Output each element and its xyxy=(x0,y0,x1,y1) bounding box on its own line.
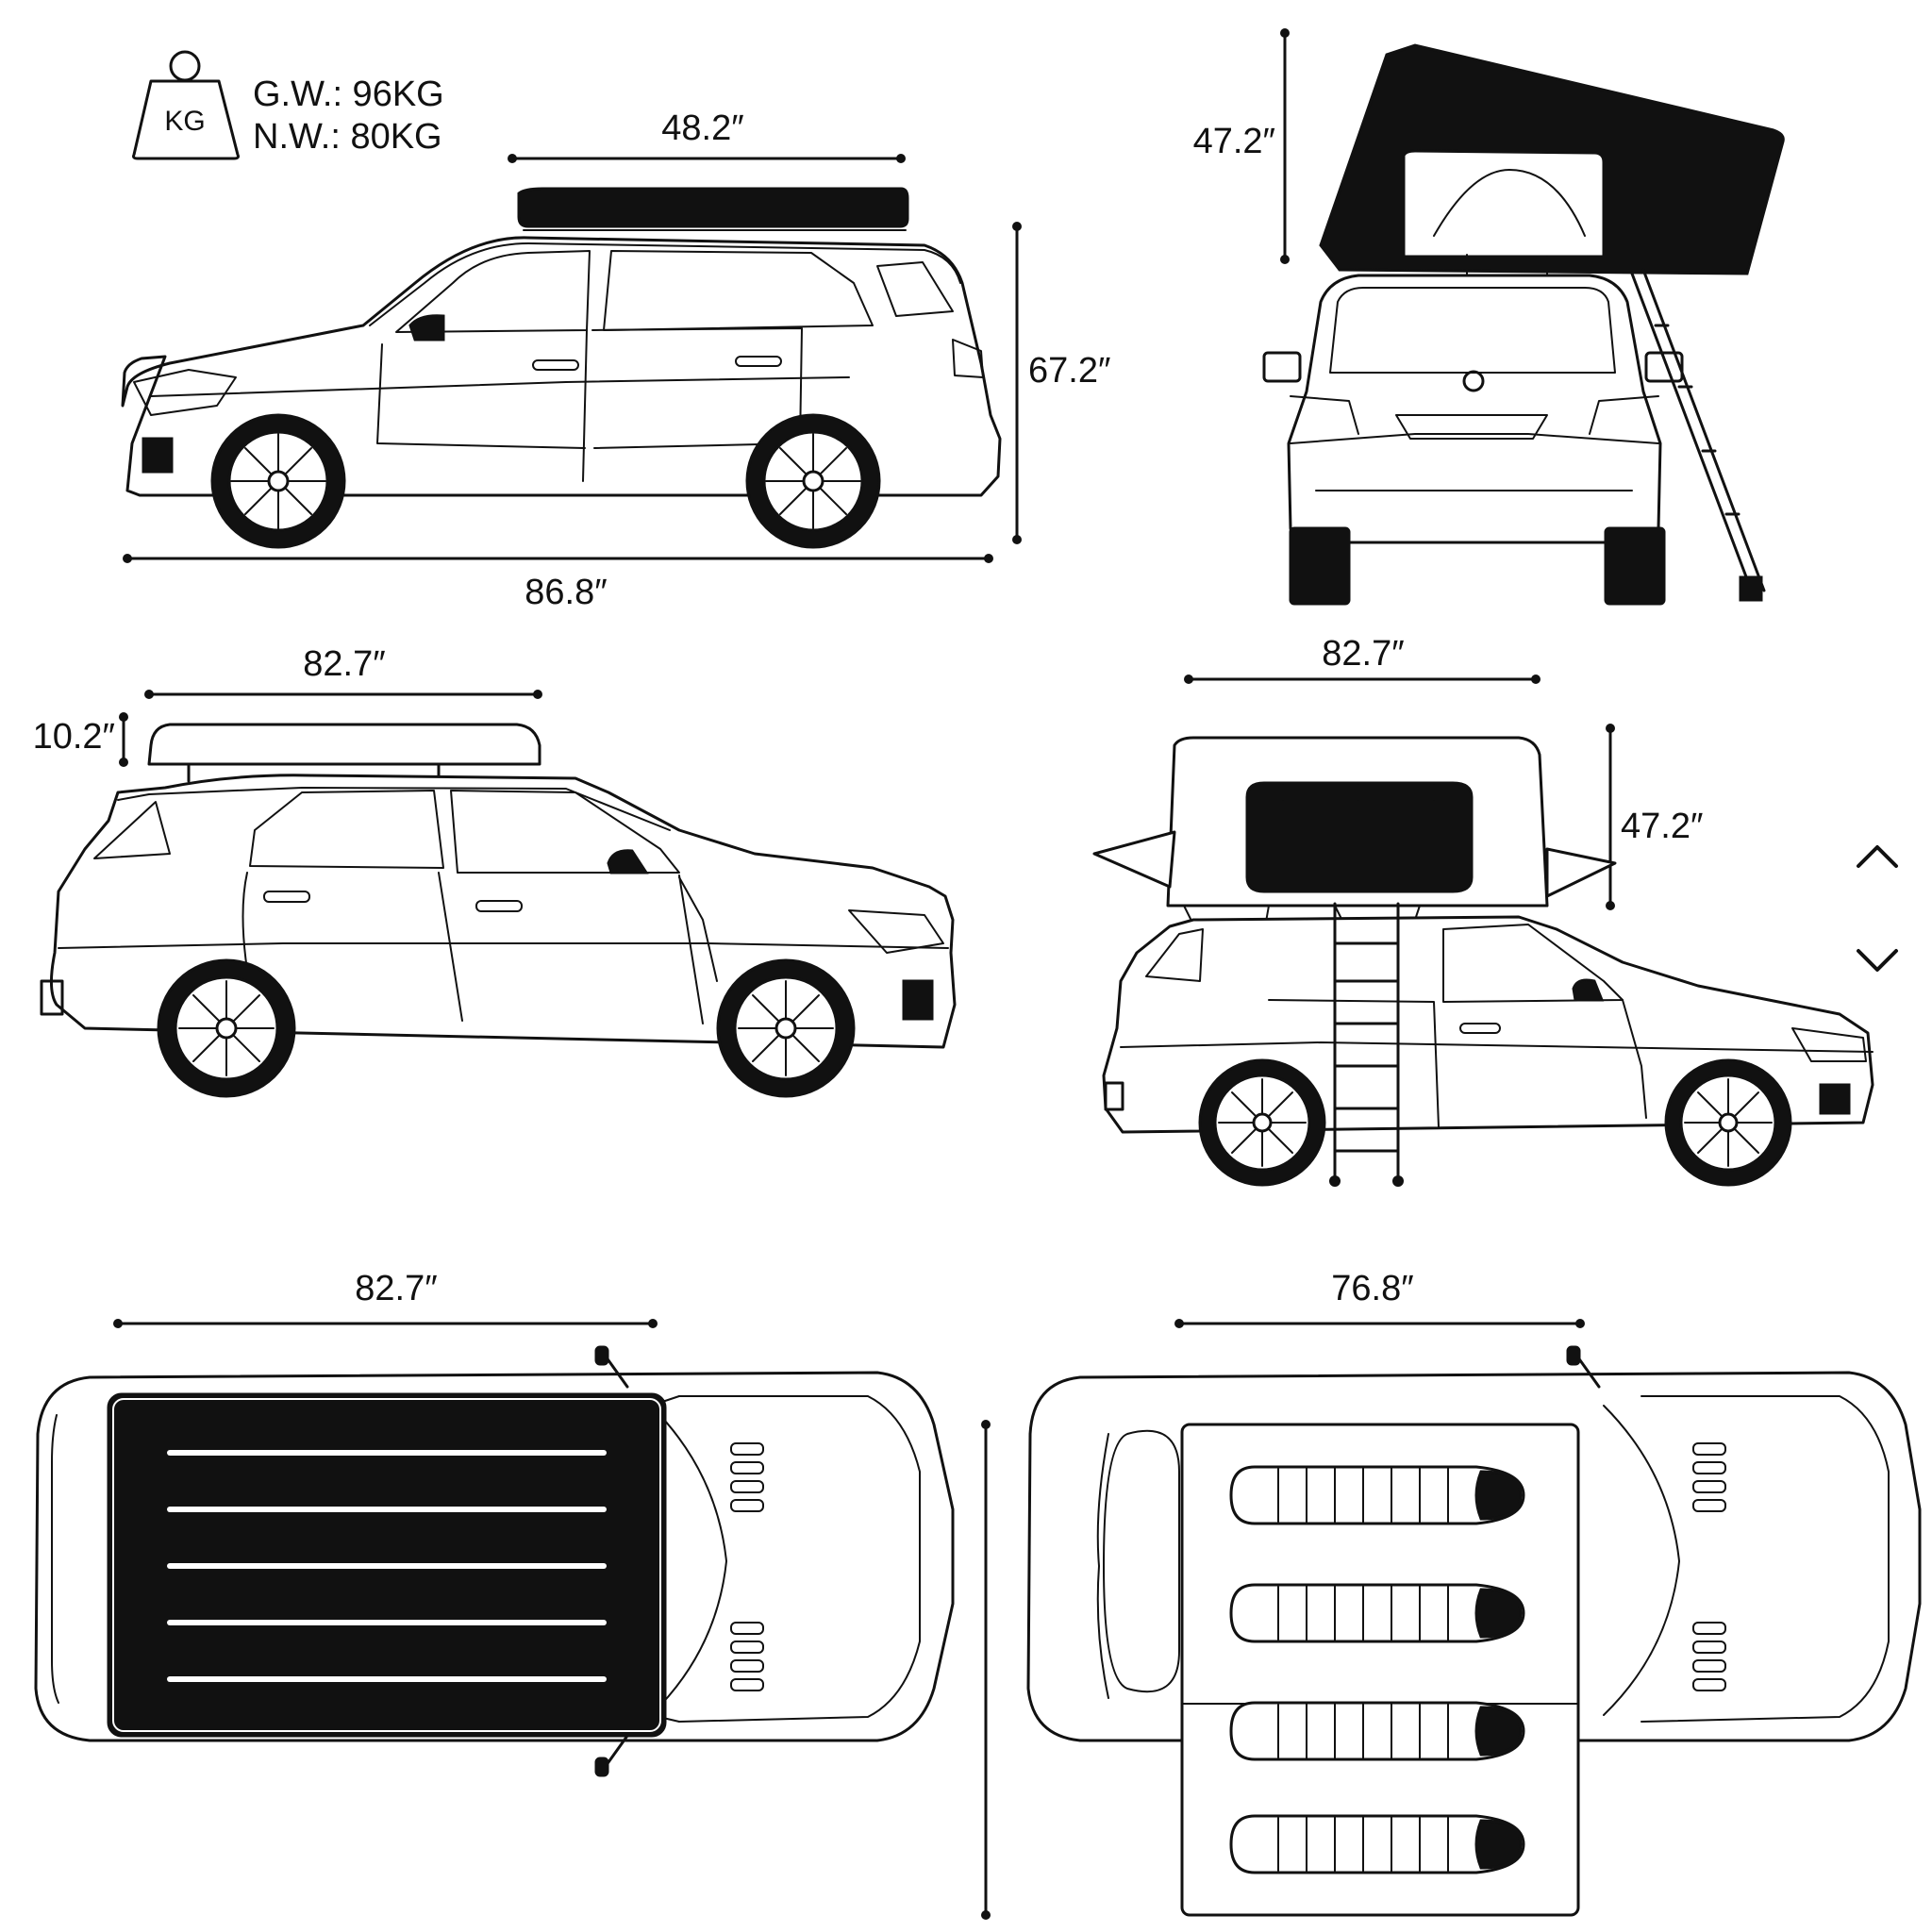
dim-open-tent-length-label: 82.7″ xyxy=(1322,634,1404,674)
sleeping-bag xyxy=(1229,1583,1525,1643)
net-weight: N.W.: 80KG xyxy=(253,117,442,157)
scroll-up-button[interactable] xyxy=(1851,830,1904,883)
weight-kg-icon: KG xyxy=(132,50,240,160)
front-wheel-2 xyxy=(716,958,856,1098)
dim-top-open-width-label: 76.8″ xyxy=(1331,1269,1413,1308)
rear-view-open: 47.2″ xyxy=(1193,28,1785,606)
tent-window xyxy=(1245,781,1474,893)
side-view-closed: 48.2″ xyxy=(121,108,1110,612)
scroll-down-button[interactable] xyxy=(1851,934,1904,987)
dim-side2-tent-height-label: 10.2″ xyxy=(33,717,115,757)
sleeping-bag xyxy=(1229,1814,1525,1874)
gross-weight: G.W.: 96KG xyxy=(253,75,444,114)
chevron-up-icon xyxy=(1857,845,1898,868)
top-view-closed: 82.7″ xyxy=(34,1269,991,1920)
car-rear-body xyxy=(1287,274,1662,544)
side-view-open: 82.7″ 47.2″ xyxy=(1092,634,1874,1187)
closed-tent xyxy=(517,187,909,228)
dim-tent-length-label: 48.2″ xyxy=(661,108,743,148)
chevron-down-icon xyxy=(1857,949,1898,972)
top-view-open: 76.8″ xyxy=(1026,1269,1922,1917)
dim-top-closed-length-label: 82.7″ xyxy=(355,1269,437,1308)
front-wheel xyxy=(210,413,346,549)
closed-tent-2 xyxy=(147,723,541,766)
sleeping-bag xyxy=(1229,1465,1525,1525)
rear-wheel-2 xyxy=(157,958,296,1098)
rear-wheel-3 xyxy=(1198,1058,1326,1187)
view-scroll-controls xyxy=(1851,830,1904,987)
side-view-closed-2: 82.7″ 10.2″ xyxy=(33,644,957,1098)
front-wheel-3 xyxy=(1664,1058,1792,1187)
ladder xyxy=(1329,902,1404,1187)
weight-info: KG G.W.: 96KG N.W.: 80KG xyxy=(132,50,444,160)
dim-open-tent-height-label: 47.2″ xyxy=(1621,807,1703,846)
dim-car-height-label: 67.2″ xyxy=(1028,351,1110,391)
weight-icon-label: KG xyxy=(164,106,205,137)
dim-side2-tent-length-label: 82.7″ xyxy=(303,644,385,684)
open-tent-floor xyxy=(1180,1423,1580,1917)
rear-wheel xyxy=(745,413,881,549)
sleeping-bag xyxy=(1229,1701,1525,1761)
dim-car-length-label: 86.8″ xyxy=(525,573,607,612)
dim-rear-tent-height-label: 47.2″ xyxy=(1193,122,1275,161)
